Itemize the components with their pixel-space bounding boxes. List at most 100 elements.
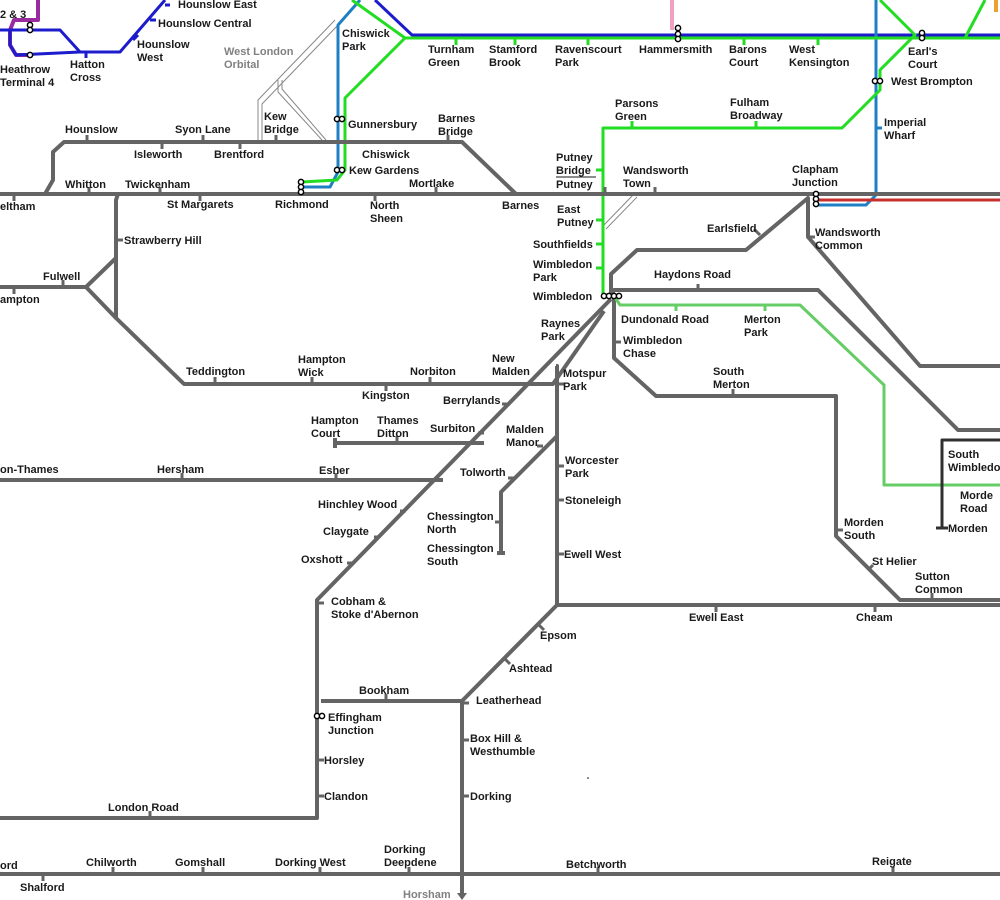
label-earlsfield: Earlsfield <box>707 223 757 235</box>
label-sutton-common-2: Common <box>915 584 963 596</box>
label-putney-bridge-2: Bridge <box>556 165 591 177</box>
label-horsley: Horsley <box>324 755 365 767</box>
label-ravenscourt-park-2: Park <box>555 57 580 69</box>
label-kingston: Kingston <box>362 390 410 402</box>
label-raynes-park: Raynes <box>541 318 580 330</box>
label-southfields: Southfields <box>533 239 593 251</box>
label-north-sheen: North <box>370 200 400 212</box>
label-morden-south: Morden <box>844 517 884 529</box>
label-merton-park-2: Park <box>744 327 769 339</box>
label-syon-lane: Syon Lane <box>175 124 231 136</box>
label-wimbledon-park: Wimbledon <box>533 259 592 271</box>
label-stamford-brook: Stamford <box>489 44 537 56</box>
label-west-kensington-2: Kensington <box>789 57 850 69</box>
label-barnes: Barnes <box>502 200 539 212</box>
label-tolworth: Tolworth <box>460 467 506 479</box>
label-epsom: Epsom <box>540 630 577 642</box>
label-gomshall: Gomshall <box>175 857 225 869</box>
label-morden-south-2: South <box>844 530 875 542</box>
label-gunnersbury: Gunnersbury <box>348 119 418 131</box>
label-dorking: Dorking <box>470 791 512 803</box>
label-south-wimbledon: South <box>948 449 979 461</box>
label-worcester-park: Worcester <box>565 455 619 467</box>
label-hampton-wick: Hampton <box>298 354 346 366</box>
label-dorking-west: Dorking West <box>275 857 346 869</box>
label-morden: Morden <box>948 523 988 535</box>
label-chilworth: Chilworth <box>86 857 137 869</box>
label-south-merton: South <box>713 366 744 378</box>
label-claygate: Claygate <box>323 526 369 538</box>
label-cheam: Cheam <box>856 612 893 624</box>
label-east-putney: East <box>557 204 581 216</box>
label-west-london-orbital: West London <box>224 46 294 58</box>
label-new-malden-2: Malden <box>492 366 530 378</box>
label-wandsworth-town: Wandsworth <box>623 165 689 177</box>
label-norbiton: Norbiton <box>410 366 456 378</box>
label-london-road: London Road <box>108 802 179 814</box>
label-stoneleigh: Stoneleigh <box>565 495 622 507</box>
label-putney: Putney <box>556 179 594 191</box>
label-effingham-junction: Effingham <box>328 712 382 724</box>
label-bookham: Bookham <box>359 685 409 697</box>
label-hampton-court: Hampton <box>311 415 359 427</box>
label-clandon: Clandon <box>324 791 368 803</box>
label-st-margarets: St Margarets <box>167 199 234 211</box>
label-south-wimbledon-2: Wimbledo <box>948 462 1000 474</box>
tramlink-line <box>612 295 1000 487</box>
label-box-hill: Box Hill & <box>470 733 522 745</box>
label-heathrow-23: 2 & 3 <box>0 9 26 21</box>
national-rail-lines <box>0 140 1000 895</box>
label-hounslow-west: Hounslow <box>137 39 190 51</box>
label-ewell-east: Ewell East <box>689 612 744 624</box>
label-ford: ord <box>0 860 18 872</box>
label-imperial-wharf: Imperial <box>884 117 926 129</box>
label-chessington-south: Chessington <box>427 543 494 555</box>
label-barons-court-2: Court <box>729 57 759 69</box>
label-west-kensington: West <box>789 44 815 56</box>
piccadilly-line <box>0 0 1000 57</box>
label-richmond: Richmond <box>275 199 329 211</box>
label-hounslow: Hounslow <box>65 124 118 136</box>
label-hounslow-east: Hounslow East <box>178 0 257 11</box>
label-south-merton-2: Merton <box>713 379 750 391</box>
label-barnes-bridge-2: Bridge <box>438 126 473 138</box>
label-wandsworth-town-2: Town <box>623 178 651 190</box>
label-west-brompton: West Brompton <box>891 76 973 88</box>
label-feltham: eltham <box>0 201 36 213</box>
label-cobham-2: Stoke d'Abernon <box>331 609 419 621</box>
label-brentford: Brentford <box>214 149 264 161</box>
label-imperial-wharf-2: Wharf <box>884 130 916 142</box>
label-box-hill-2: Westhumble <box>470 746 535 758</box>
label-hatton-cross: Hatton <box>70 59 105 71</box>
label-hersham: Hersham <box>157 464 204 476</box>
label-wimbledon-chase-2: Chase <box>623 348 656 360</box>
label-ewell-west: Ewell West <box>564 549 622 561</box>
label-motspur-park-2: Park <box>563 381 588 393</box>
label-teddington: Teddington <box>186 366 245 378</box>
label-merton-park: Merton <box>744 314 781 326</box>
label-effingham-junction-2: Junction <box>328 725 374 737</box>
label-hatton-cross-2: Cross <box>70 72 101 84</box>
label-wandsworth-common-2: Common <box>815 240 863 252</box>
label-thames-ditton-2: Ditton <box>377 428 409 440</box>
label-horsham: Horsham <box>403 889 451 900</box>
label-chiswick-park: Chiswick <box>342 28 391 40</box>
station-ticks <box>12 3 934 881</box>
label-chiswick-park-2: Park <box>342 41 367 53</box>
label-fulwell: Fulwell <box>43 271 80 283</box>
label-surbiton: Surbiton <box>430 423 475 435</box>
label-barons-court: Barons <box>729 44 767 56</box>
label-dorking-deepdene-2: Deepdene <box>384 857 437 869</box>
label-morden-road-2: Road <box>960 503 988 515</box>
label-esher: Esher <box>319 465 350 477</box>
label-hounslow-west-2: West <box>137 52 163 64</box>
label-chiswick: Chiswick <box>362 149 411 161</box>
label-dorking-deepdene: Dorking <box>384 844 426 856</box>
label-turnham-green-2: Green <box>428 57 460 69</box>
label-berrylands: Berrylands <box>443 395 500 407</box>
label-wimbledon-chase: Wimbledon <box>623 335 682 347</box>
label-hounslow-central: Hounslow Central <box>158 18 252 30</box>
label-oxshott: Oxshott <box>301 554 343 566</box>
